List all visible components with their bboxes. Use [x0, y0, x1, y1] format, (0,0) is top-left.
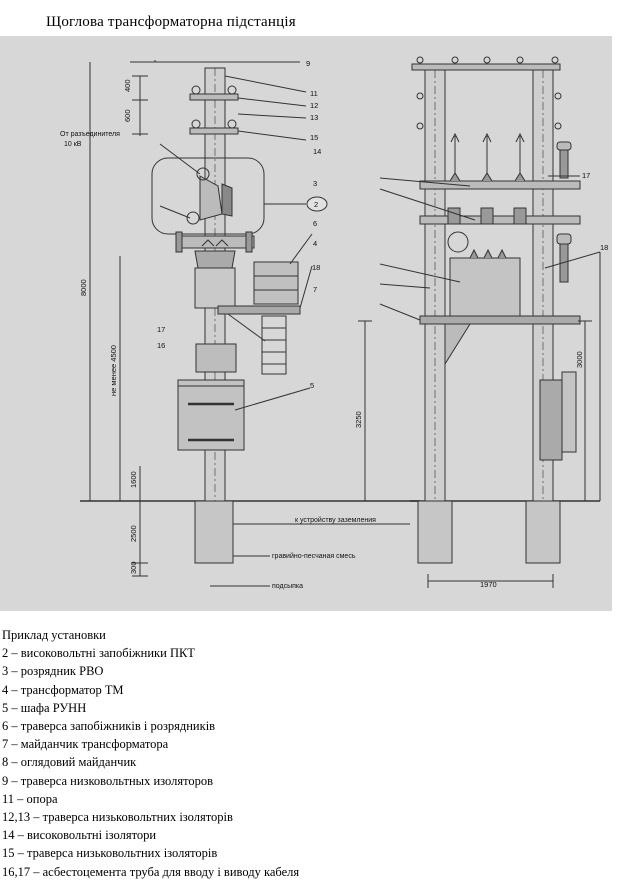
callout-9: 9: [306, 59, 310, 68]
callout-11: 11: [310, 89, 318, 98]
note-fill: подсыпка: [272, 583, 303, 590]
right-view: [379, 56, 601, 588]
note-from-disconnector: От разъединителя: [60, 131, 120, 138]
legend-item: 2 – високовольтні запобіжники ПКТ: [2, 646, 195, 661]
dim-1600: 1600: [129, 471, 138, 488]
callout-5: 5: [310, 381, 314, 390]
right-callout-17: 17: [582, 171, 590, 180]
legend-item: 6 – траверса запобіжників і розрядників: [2, 719, 216, 734]
right-callout-18: 18: [600, 243, 608, 252]
left-view: [80, 60, 420, 587]
dim-min-4500: не менее 4500: [109, 345, 118, 396]
callout-3: 3: [313, 179, 317, 188]
legend-item: 9 – траверса низковольтных изоляторов: [2, 773, 214, 788]
dim-8000: 8000: [79, 279, 88, 296]
callout-15: 15: [310, 133, 318, 142]
fuse-assembly: [151, 157, 265, 235]
legend-item: 8 – оглядовий майданчик: [2, 755, 137, 770]
dim-1970: 1970: [480, 580, 497, 589]
legend: Приклад установки 2 – високовольтні запо…: [2, 626, 299, 881]
dim-3000: 3000: [575, 351, 584, 368]
note-gravel: гравийно-песчаная смесь: [272, 552, 356, 560]
note-grounding: к устройству заземления: [295, 516, 376, 524]
callout-6: 6: [313, 219, 317, 228]
legend-item: 14 – високовольтні ізолятори: [2, 828, 157, 843]
callout-18: 18: [312, 263, 320, 272]
callout-17: 17: [157, 325, 165, 334]
callout-16: 16: [157, 341, 165, 350]
note-10kv: 10 кВ: [64, 141, 82, 148]
legend-item: 4 – трансформатор ТМ: [2, 682, 124, 697]
legend-item: 3 – розрядник РВО: [2, 664, 104, 679]
legend-item: 11 – опора: [2, 791, 58, 806]
legend-heading: Приклад установки: [2, 628, 106, 642]
dim-300: 300: [129, 561, 138, 574]
callout-4: 4: [313, 239, 317, 248]
dim-400: 400: [123, 79, 132, 92]
transformer: [449, 257, 521, 317]
callout-7: 7: [313, 285, 317, 294]
cabinet-runn: [177, 379, 245, 451]
substation-drawing: 9 11 12 13 15 14 3 2 6 4 18 7 5 17 16 От…: [0, 36, 612, 611]
diagram-title: Щоглова трансформаторна підстанція: [46, 14, 296, 30]
legend-item: 7 – майданчик трансформатора: [2, 737, 169, 752]
dim-2500: 2500: [129, 525, 138, 542]
callout-12: 12: [310, 101, 318, 110]
callout-2: 2: [314, 200, 318, 209]
legend-item: 5 – шафа РУНН: [2, 700, 87, 715]
callout-14: 14: [313, 147, 321, 156]
callout-13: 13: [310, 113, 318, 122]
legend-item: 12,13 – траверса низьковольтних ізолятор…: [2, 810, 233, 825]
dim-600: 600: [123, 109, 132, 122]
legend-item: 16,17 – асбестоцемента труба для вводу і…: [2, 864, 300, 879]
legend-item: 15 – траверса низьковольтних ізоляторів: [2, 846, 218, 861]
foundation-pit: [194, 500, 234, 564]
dim-3250: 3250: [354, 411, 363, 428]
